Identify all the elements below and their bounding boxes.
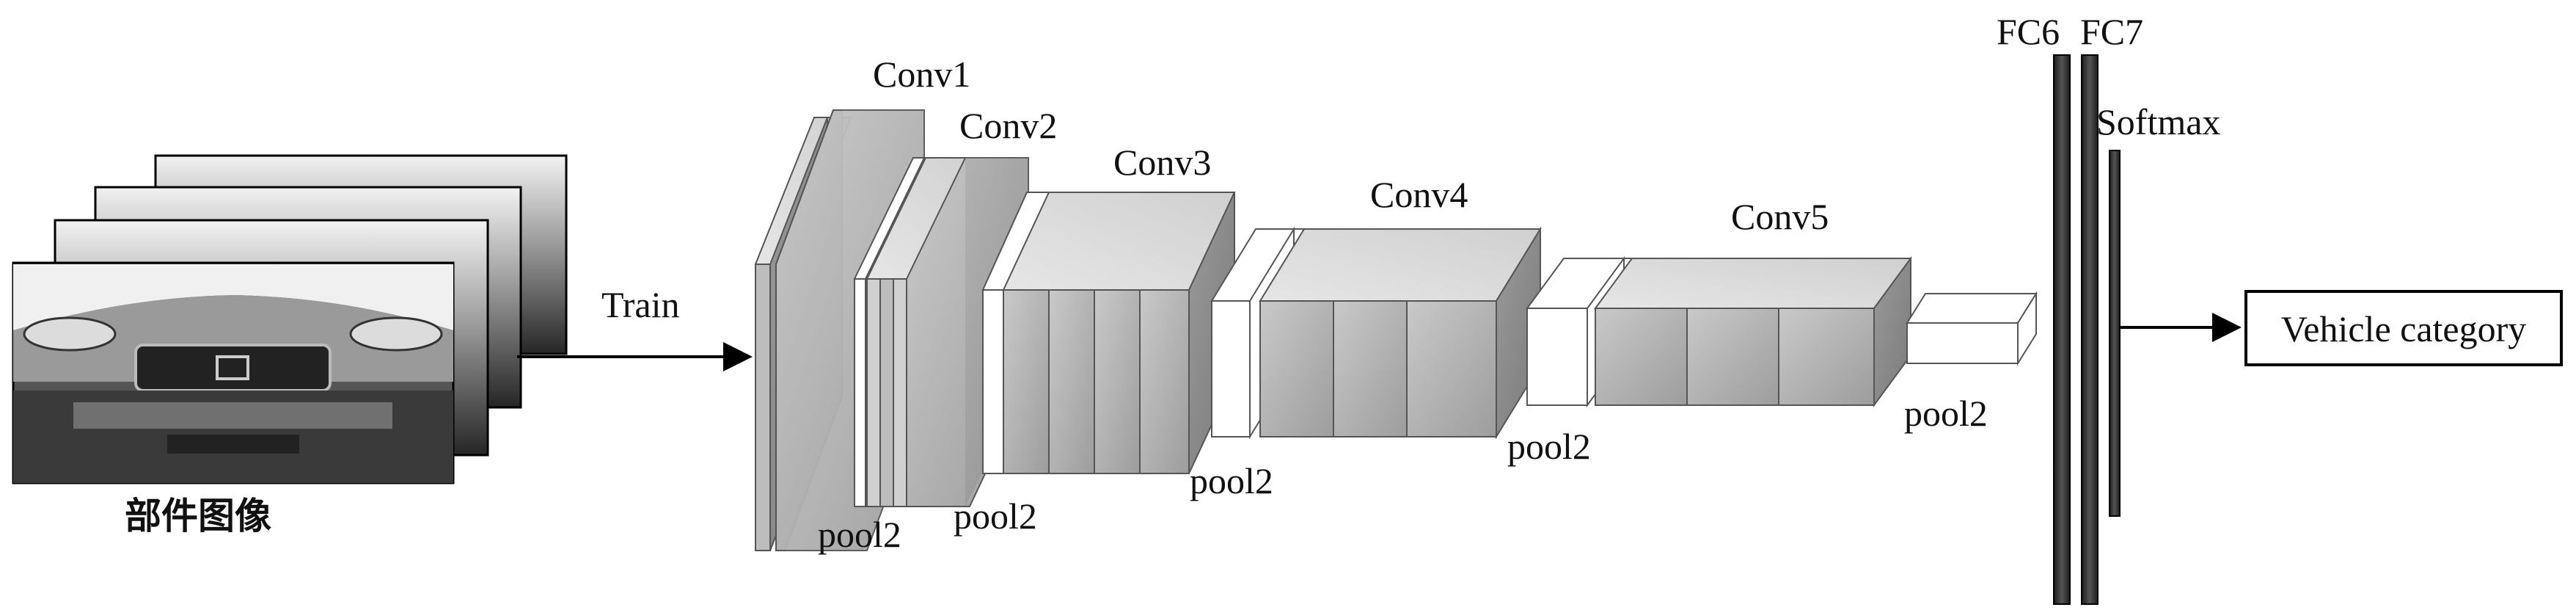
car-headlight-right xyxy=(349,316,443,352)
car-body xyxy=(13,295,453,382)
fc7-label: FC7 xyxy=(2080,11,2143,52)
car-plate xyxy=(167,435,299,454)
car-badge xyxy=(216,355,249,380)
input-image-front xyxy=(12,261,455,484)
pool3-label: pool2 xyxy=(1190,460,1273,501)
pool4-label: pool2 xyxy=(1507,426,1591,467)
conv2-label: Conv2 xyxy=(959,105,1057,146)
conv5-block xyxy=(1594,255,1912,408)
conv3-block xyxy=(1002,192,1236,474)
softmax-label: Softmax xyxy=(2096,101,2220,142)
output-box: Vehicle category xyxy=(2244,290,2563,366)
input-image-stack: 部件图像 xyxy=(12,154,568,537)
input-caption: 部件图像 xyxy=(125,495,271,537)
pool5-label: pool2 xyxy=(1904,393,1988,434)
pool2-label: pool2 xyxy=(954,495,1037,537)
conv5-label: Conv5 xyxy=(1731,196,1829,237)
conv1-label: Conv1 xyxy=(873,54,970,95)
pool1-block xyxy=(853,157,926,507)
fc6-bar xyxy=(2053,54,2071,605)
softmax-bar xyxy=(2109,150,2121,517)
car-grille xyxy=(134,344,332,392)
fc7-bar xyxy=(2081,54,2099,605)
pool5-block xyxy=(1906,291,2038,366)
conv3-label: Conv3 xyxy=(1113,142,1211,183)
train-arrow-label: Train xyxy=(601,284,680,325)
conv4-block xyxy=(1259,226,1542,440)
output-label: Vehicle category xyxy=(2281,308,2527,349)
fc6-label: FC6 xyxy=(1997,11,2060,52)
pool1-label: pool2 xyxy=(818,514,901,555)
car-bumper-trim xyxy=(73,402,392,429)
car-headlight-left xyxy=(23,316,117,352)
train-arrow: Train xyxy=(517,284,753,371)
conv4-label: Conv4 xyxy=(1370,174,1468,215)
car-hood xyxy=(13,264,453,330)
